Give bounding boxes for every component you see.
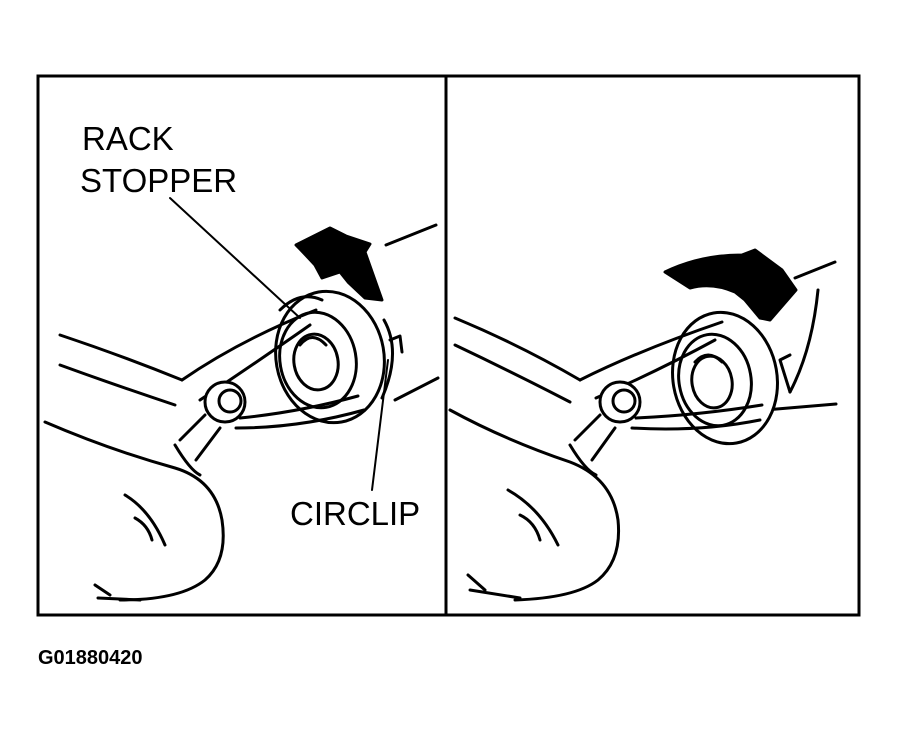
rotation-arrow-left (294, 226, 384, 302)
circlip-label: CIRCLIP (290, 495, 420, 532)
rack-housing-left (384, 223, 438, 247)
rack-stopper-ring (274, 289, 386, 425)
figure-code: G01880420 (38, 647, 143, 669)
circlip-right (778, 288, 820, 394)
pliers-left (58, 308, 366, 477)
pliers-right (453, 316, 764, 477)
rack-stopper-leader (169, 197, 301, 319)
rack-stopper-ring-right (671, 310, 779, 446)
rotation-arrow-right (663, 248, 798, 322)
rack-label-line1: RACK (82, 120, 174, 157)
rack-housing-left-lower (393, 376, 440, 402)
hand-left (43, 420, 225, 602)
hand-right (448, 408, 621, 602)
right-panel (448, 248, 838, 602)
circlip-left (380, 318, 404, 400)
rack-housing-right (793, 260, 837, 280)
diagram-frame (36, 74, 861, 617)
circlip-leader (371, 359, 389, 491)
rack-label-line2: STOPPER (80, 162, 237, 199)
left-panel (43, 197, 440, 602)
rack-housing-right-lower (763, 402, 838, 412)
